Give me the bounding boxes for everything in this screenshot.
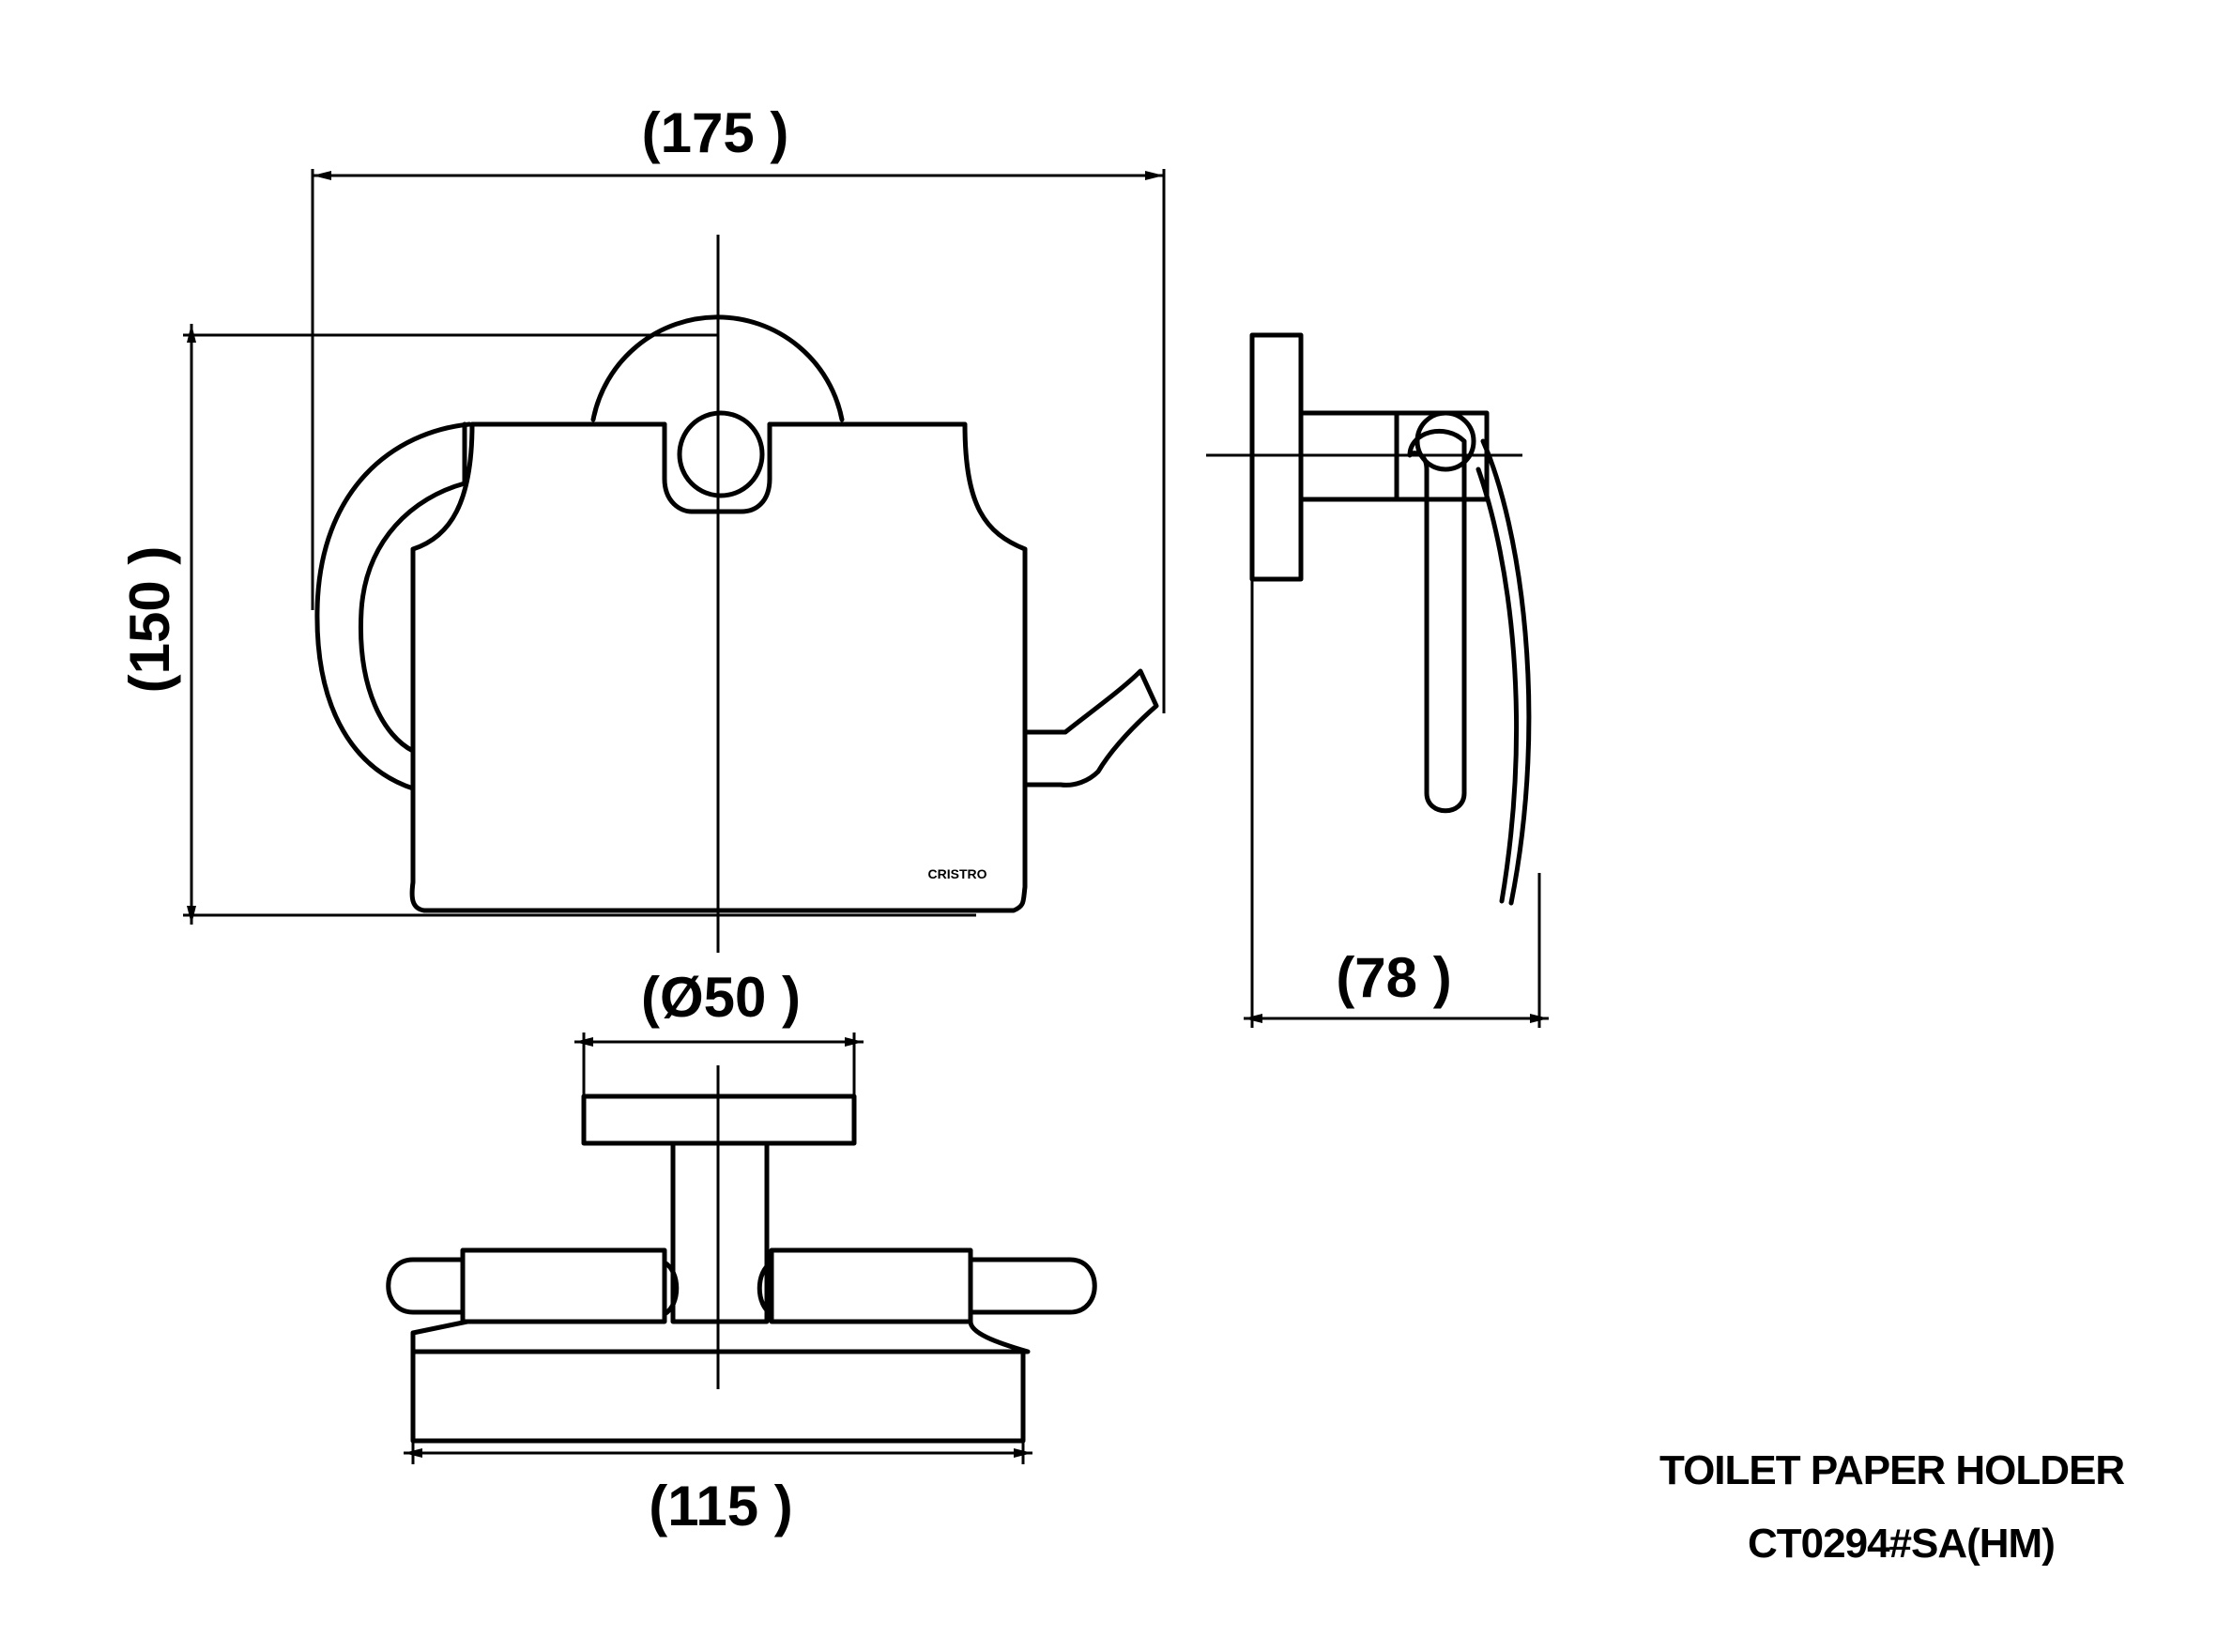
product-name: TOILET PAPER HOLDER <box>1659 1447 2125 1493</box>
side-view: (78 ) <box>1206 332 1549 1028</box>
front-view: (175 ) (150 ) CRISTRO <box>118 101 1166 953</box>
top-view: (Ø50 ) (115 ) <box>386 966 1097 1537</box>
dim-label-50: (Ø50 ) <box>641 966 801 1029</box>
model-code: CT0294#SA(HM) <box>1748 1521 2056 1567</box>
dim-label-175: (175 ) <box>642 101 789 164</box>
dim-label-115: (115 ) <box>649 1475 792 1537</box>
brand-mark: CRISTRO <box>928 866 987 881</box>
dim-label-150: (150 ) <box>118 546 181 694</box>
dim-label-78: (78 ) <box>1336 946 1451 1009</box>
